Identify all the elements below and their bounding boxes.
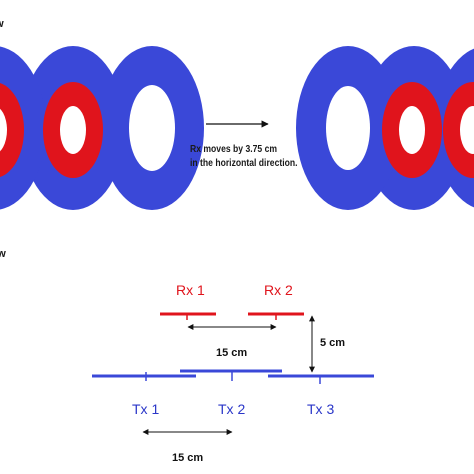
annotation-line-2: in the horizontal direction. [190, 158, 298, 169]
tx3-label: Tx 3 [307, 401, 334, 417]
rx2-coil [248, 312, 304, 320]
rx-coil-ring [443, 82, 474, 178]
rx-coil-ring [382, 82, 442, 178]
tx-coil-ring [100, 46, 204, 210]
rx1-label: Rx 1 [176, 282, 205, 298]
rx2-label: Rx 2 [264, 282, 293, 298]
side-view-label: view [0, 248, 6, 260]
tx2-coil [180, 369, 282, 381]
top-view-shifted [296, 46, 474, 210]
top-view-label: iew [0, 18, 4, 30]
top-view-initial [0, 46, 204, 210]
vertical-gap-label: 5 cm [320, 337, 345, 349]
tx-spacing-label: 15 cm [172, 452, 203, 464]
tx-coil-ring [296, 46, 400, 210]
annotation-line-1: Rx moves by 3.75 cm [190, 144, 278, 155]
motion-annotation: Rx moves by 3.75 cm in the horizontal di… [190, 143, 298, 171]
rx-coil-ring [43, 82, 103, 178]
rx-spacing-label: 15 cm [216, 347, 247, 359]
tx3-coil [268, 374, 374, 384]
tx1-label: Tx 1 [132, 401, 159, 417]
tx1-coil [92, 372, 196, 381]
tx2-label: Tx 2 [218, 401, 245, 417]
rx-coil-ring [0, 82, 24, 178]
rx1-coil [160, 312, 216, 320]
